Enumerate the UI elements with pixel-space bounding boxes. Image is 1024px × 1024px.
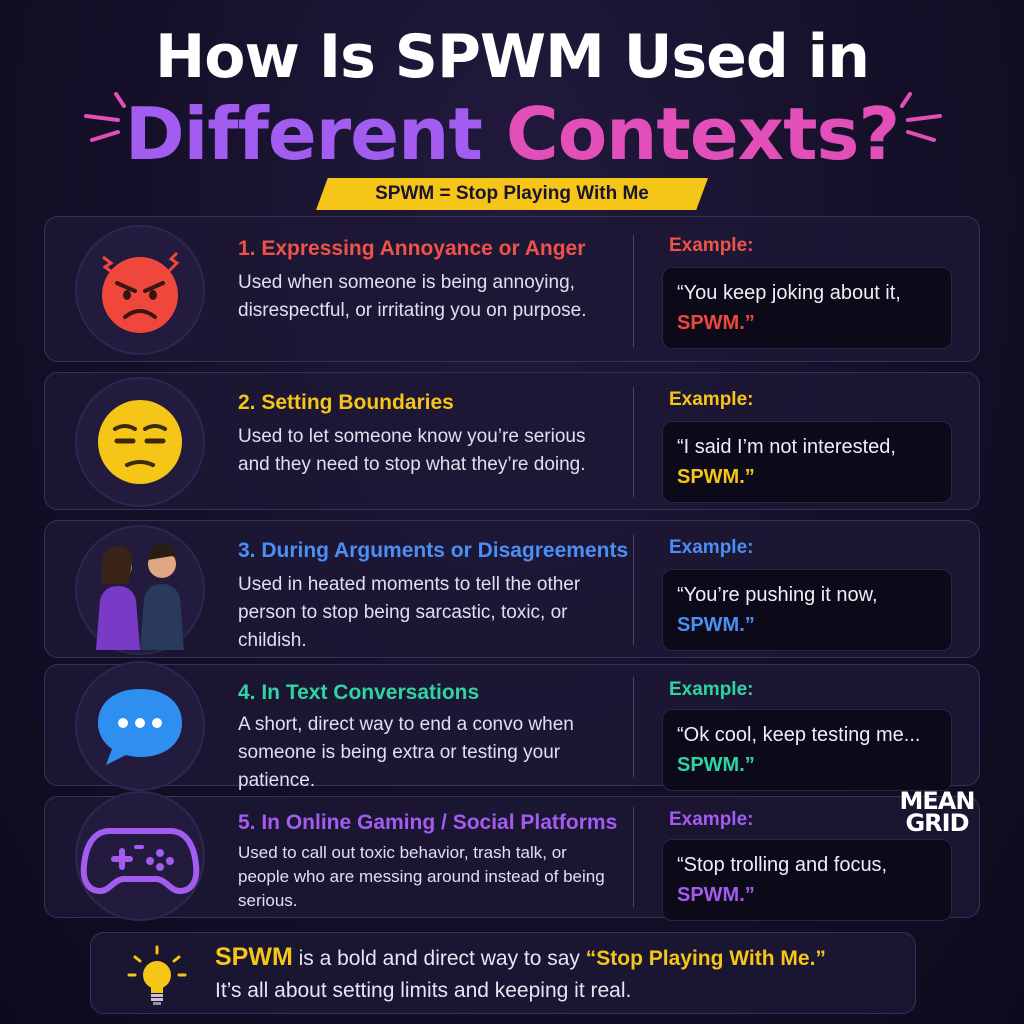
summary-footer: SPWM is a bold and direct way to say “St… [90,932,916,1014]
title-word-contexts: Contexts? [505,92,900,176]
divider [633,807,634,907]
page-title-highlight: Different Contexts? [0,92,1024,176]
chat-bubble-icon [75,661,205,791]
example-label: Example: [669,235,754,256]
context-title: 4. In Text Conversations [238,681,480,704]
example-text: “You keep joking about it, [677,282,901,304]
footer-quote: “Stop Playing With Me.” [585,947,826,970]
divider [633,387,634,497]
divider [633,235,634,347]
example-text: “Ok cool, keep testing me... [677,724,921,746]
angry-face-icon [75,225,205,355]
example-label: Example: [669,679,754,700]
footer-line2: It’s all about setting limits and keepin… [215,979,632,1002]
context-title: 5. In Online Gaming / Social Platforms [238,811,618,834]
example-keyword: SPWM.” [677,884,755,906]
context-description: Used in heated moments to tell the other… [238,574,581,651]
unamused-face-icon [75,377,205,507]
example-keyword: SPWM.” [677,754,755,776]
footer-text: is a bold and direct way to say [292,947,586,970]
page-title: How Is SPWM Used in [155,22,870,92]
footer-line1: SPWM is a bold and direct way to say “St… [215,943,826,972]
subtitle-banner: SPWM = Stop Playing With Me [316,178,708,210]
example-bubble: “I said I’m not interested, SPWM.” [662,421,952,503]
context-description: Used to call out toxic behavior, trash t… [238,843,605,910]
example-text: “You’re pushing it now, [677,584,878,606]
context-card-3: 3. During Arguments or Disagreements Use… [44,520,980,658]
divider [633,535,634,645]
context-title: 2. Setting Boundaries [238,391,454,414]
example-keyword: SPWM.” [677,614,755,636]
game-controller-icon [75,791,205,921]
mean-grid-logo: MEAN GRID [892,787,982,837]
context-title: 3. During Arguments or Disagreements [238,539,629,562]
lightbulb-icon [127,945,187,1005]
arguing-couple-icon [75,525,205,655]
example-bubble: “You keep joking about it, SPWM.” [662,267,952,349]
example-keyword: SPWM.” [677,312,755,334]
logo-line1: MEAN [899,787,976,815]
divider [633,677,634,777]
example-bubble: “Ok cool, keep testing me... SPWM.” [662,709,952,791]
context-title: 1. Expressing Annoyance or Anger [238,237,586,260]
context-description: Used when someone is being annoying, dis… [238,272,587,321]
context-card-4: 4. In Text Conversations A short, direct… [44,661,980,791]
spark-right-icon [900,92,942,142]
example-bubble: “You’re pushing it now, SPWM.” [662,569,952,651]
context-card-2: 2. Setting Boundaries Used to let someon… [44,372,980,510]
example-label: Example: [669,537,754,558]
context-description: A short, direct way to end a convo when … [238,714,574,791]
example-keyword: SPWM.” [677,466,755,488]
spark-left-icon [84,92,126,142]
context-card-1: 1. Expressing Annoyance or Anger Used wh… [44,216,980,362]
footer-keyword: SPWM [215,943,293,971]
example-text: “I said I’m not interested, [677,436,896,458]
title-word-different: Different [124,92,483,176]
example-text: “Stop trolling and focus, [677,854,888,876]
context-description: Used to let someone know you’re serious … [238,426,586,475]
logo-line2: GRID [905,809,969,837]
context-card-5: 5. In Online Gaming / Social Platforms U… [44,791,980,921]
example-label: Example: [669,389,754,410]
example-bubble: “Stop trolling and focus, SPWM.” [662,839,952,921]
example-label: Example: [669,809,754,830]
